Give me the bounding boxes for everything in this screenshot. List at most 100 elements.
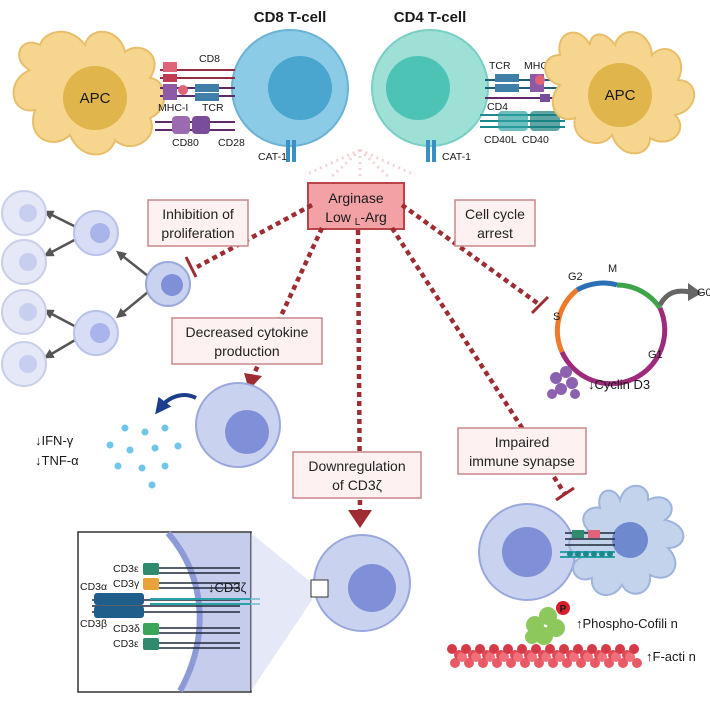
phase-m: M: [608, 263, 617, 275]
inhibition-line2: proliferation: [161, 225, 234, 241]
actin-bead: [615, 644, 625, 654]
actin-bead: [513, 652, 523, 662]
actin-bead: [548, 658, 558, 668]
actin-bead: [461, 644, 471, 654]
cd3-epsilon-bottom-label: CD3ε: [113, 638, 139, 650]
cd3-target-cell: [310, 534, 411, 632]
cyclin-d3-label: ↓Cyclin D3: [588, 377, 650, 392]
cell-cycle-line2: arrest: [477, 225, 513, 241]
cat1-right-channel: [426, 140, 430, 162]
left-receptors: CD8 MHC-I TCR CD80 CD28: [155, 53, 245, 149]
cd4-receptor-label: CD4: [487, 101, 508, 113]
arrow-to-inhibition: [195, 203, 314, 269]
actin-bead: [625, 652, 635, 662]
tcr-right-label: TCR: [489, 60, 511, 72]
phase-s: S: [553, 311, 560, 323]
arginase-box: Arginase Low L-Arg: [307, 182, 405, 230]
actin-bead: [629, 644, 639, 654]
actin-bead: [541, 652, 551, 662]
actin-bead: [555, 652, 565, 662]
actin-bead: [597, 652, 607, 662]
actin-bead: [569, 652, 579, 662]
box-cell-cycle: Cell cycle arrest: [454, 199, 536, 247]
box-downregulation: Downregulation of CD3ζ: [292, 451, 422, 499]
actin-bead: [604, 658, 614, 668]
actin-bead: [611, 652, 621, 662]
actin-bead: [447, 644, 457, 654]
low-l-arg-label: Low L-Arg: [325, 209, 387, 228]
actin-bead: [520, 658, 530, 668]
cell-cycle-ring: G2 M G0 S G1 ↓Cyclin D3: [547, 263, 710, 399]
actin-bead: [583, 652, 593, 662]
cofilin-protein-icon: [525, 607, 565, 645]
inhibition-line1: Inhibition of: [162, 206, 234, 222]
mhc1-label: MHC-I: [158, 102, 188, 114]
proliferation-tree: [1, 190, 191, 387]
f-actin-label: ↑F-acti n: [646, 649, 696, 664]
actin-bead: [503, 644, 513, 654]
cd8-receptor-label: CD8: [199, 53, 220, 65]
cyclin-protein-icon: [547, 366, 580, 399]
actin-bead: [499, 652, 509, 662]
arginase-label: Arginase: [328, 190, 383, 206]
release-glow: [304, 148, 416, 180]
box-synapse: Impaired immune synapse: [457, 427, 587, 475]
cd40l-label: CD40L: [484, 134, 517, 146]
cd8-t-cell: CD8 T-cell CAT-1: [231, 9, 349, 163]
downregulation-line2: of CD3ζ: [332, 477, 382, 493]
phase-g2: G2: [568, 271, 583, 283]
actin-bead: [559, 644, 569, 654]
apc-left-label: APC: [80, 90, 111, 107]
actin-bead: [573, 644, 583, 654]
actin-bead: [464, 658, 474, 668]
phospho-cofilin: P ↑Phospho-Cofili n: [525, 601, 678, 645]
cat1-left-label: CAT-1: [258, 151, 287, 163]
cd4-t-cell: CD4 T-cell CAT-1: [371, 9, 489, 163]
cd3-beta-label: CD3β: [80, 618, 107, 630]
tcr-left-label: TCR: [202, 102, 224, 114]
actin-bead: [618, 658, 628, 668]
arrow-to-downregulation: [355, 229, 363, 511]
actin-bead: [527, 652, 537, 662]
box-cytokine: Decreased cytokine production: [171, 317, 323, 365]
cat1-left-channel: [286, 140, 290, 162]
actin-bead: [576, 658, 586, 668]
cd8-title: CD8 T-cell: [254, 9, 327, 26]
cytokine-line1: Decreased cytokine: [186, 324, 309, 340]
cytokine-dots: [106, 424, 182, 489]
cd40-label: CD40: [522, 134, 549, 146]
downregulation-line1: Downregulation: [308, 458, 405, 474]
apc-right: APC: [544, 31, 696, 155]
apc-right-label: APC: [605, 87, 636, 104]
cd80-label: CD80: [172, 137, 199, 149]
synapse-line1: Impaired: [495, 434, 549, 450]
box-inhibition: Inhibition of proliferation: [147, 199, 249, 247]
actin-bead: [534, 658, 544, 668]
cd3-zeta-label: ↓CD3ζ: [208, 580, 247, 595]
arrow-to-cell-cycle: [400, 203, 542, 307]
actin-bead: [475, 644, 485, 654]
cd3-inset: CD3ε CD3γ CD3α CD3β CD3δ CD3ε ↓CD3ζ: [77, 531, 260, 693]
f-actin-filament: [447, 644, 642, 668]
actin-bead: [471, 652, 481, 662]
actin-bead: [587, 644, 597, 654]
actin-bead: [531, 644, 541, 654]
phase-g1: G1: [648, 349, 663, 361]
actin-bead: [478, 658, 488, 668]
tnf-alpha-label: ↓TNF-α: [35, 453, 79, 468]
synapse-diagram: [478, 484, 685, 601]
actin-bead: [485, 652, 495, 662]
cd4-title: CD4 T-cell: [394, 9, 467, 26]
actin-bead: [506, 658, 516, 668]
zoom-cone: [251, 533, 312, 691]
actin-bead: [562, 658, 572, 668]
phospho-cofilin-label: ↑Phospho-Cofili n: [576, 616, 678, 631]
cat1-right-label: CAT-1: [442, 151, 471, 163]
cd3-alpha-label: CD3α: [80, 581, 107, 593]
actin-bead: [590, 658, 600, 668]
cytokine-line2: production: [214, 343, 279, 359]
phase-g0: G0: [697, 287, 710, 299]
apc-left: APC: [12, 30, 166, 156]
synapse-line2: immune synapse: [469, 453, 575, 469]
